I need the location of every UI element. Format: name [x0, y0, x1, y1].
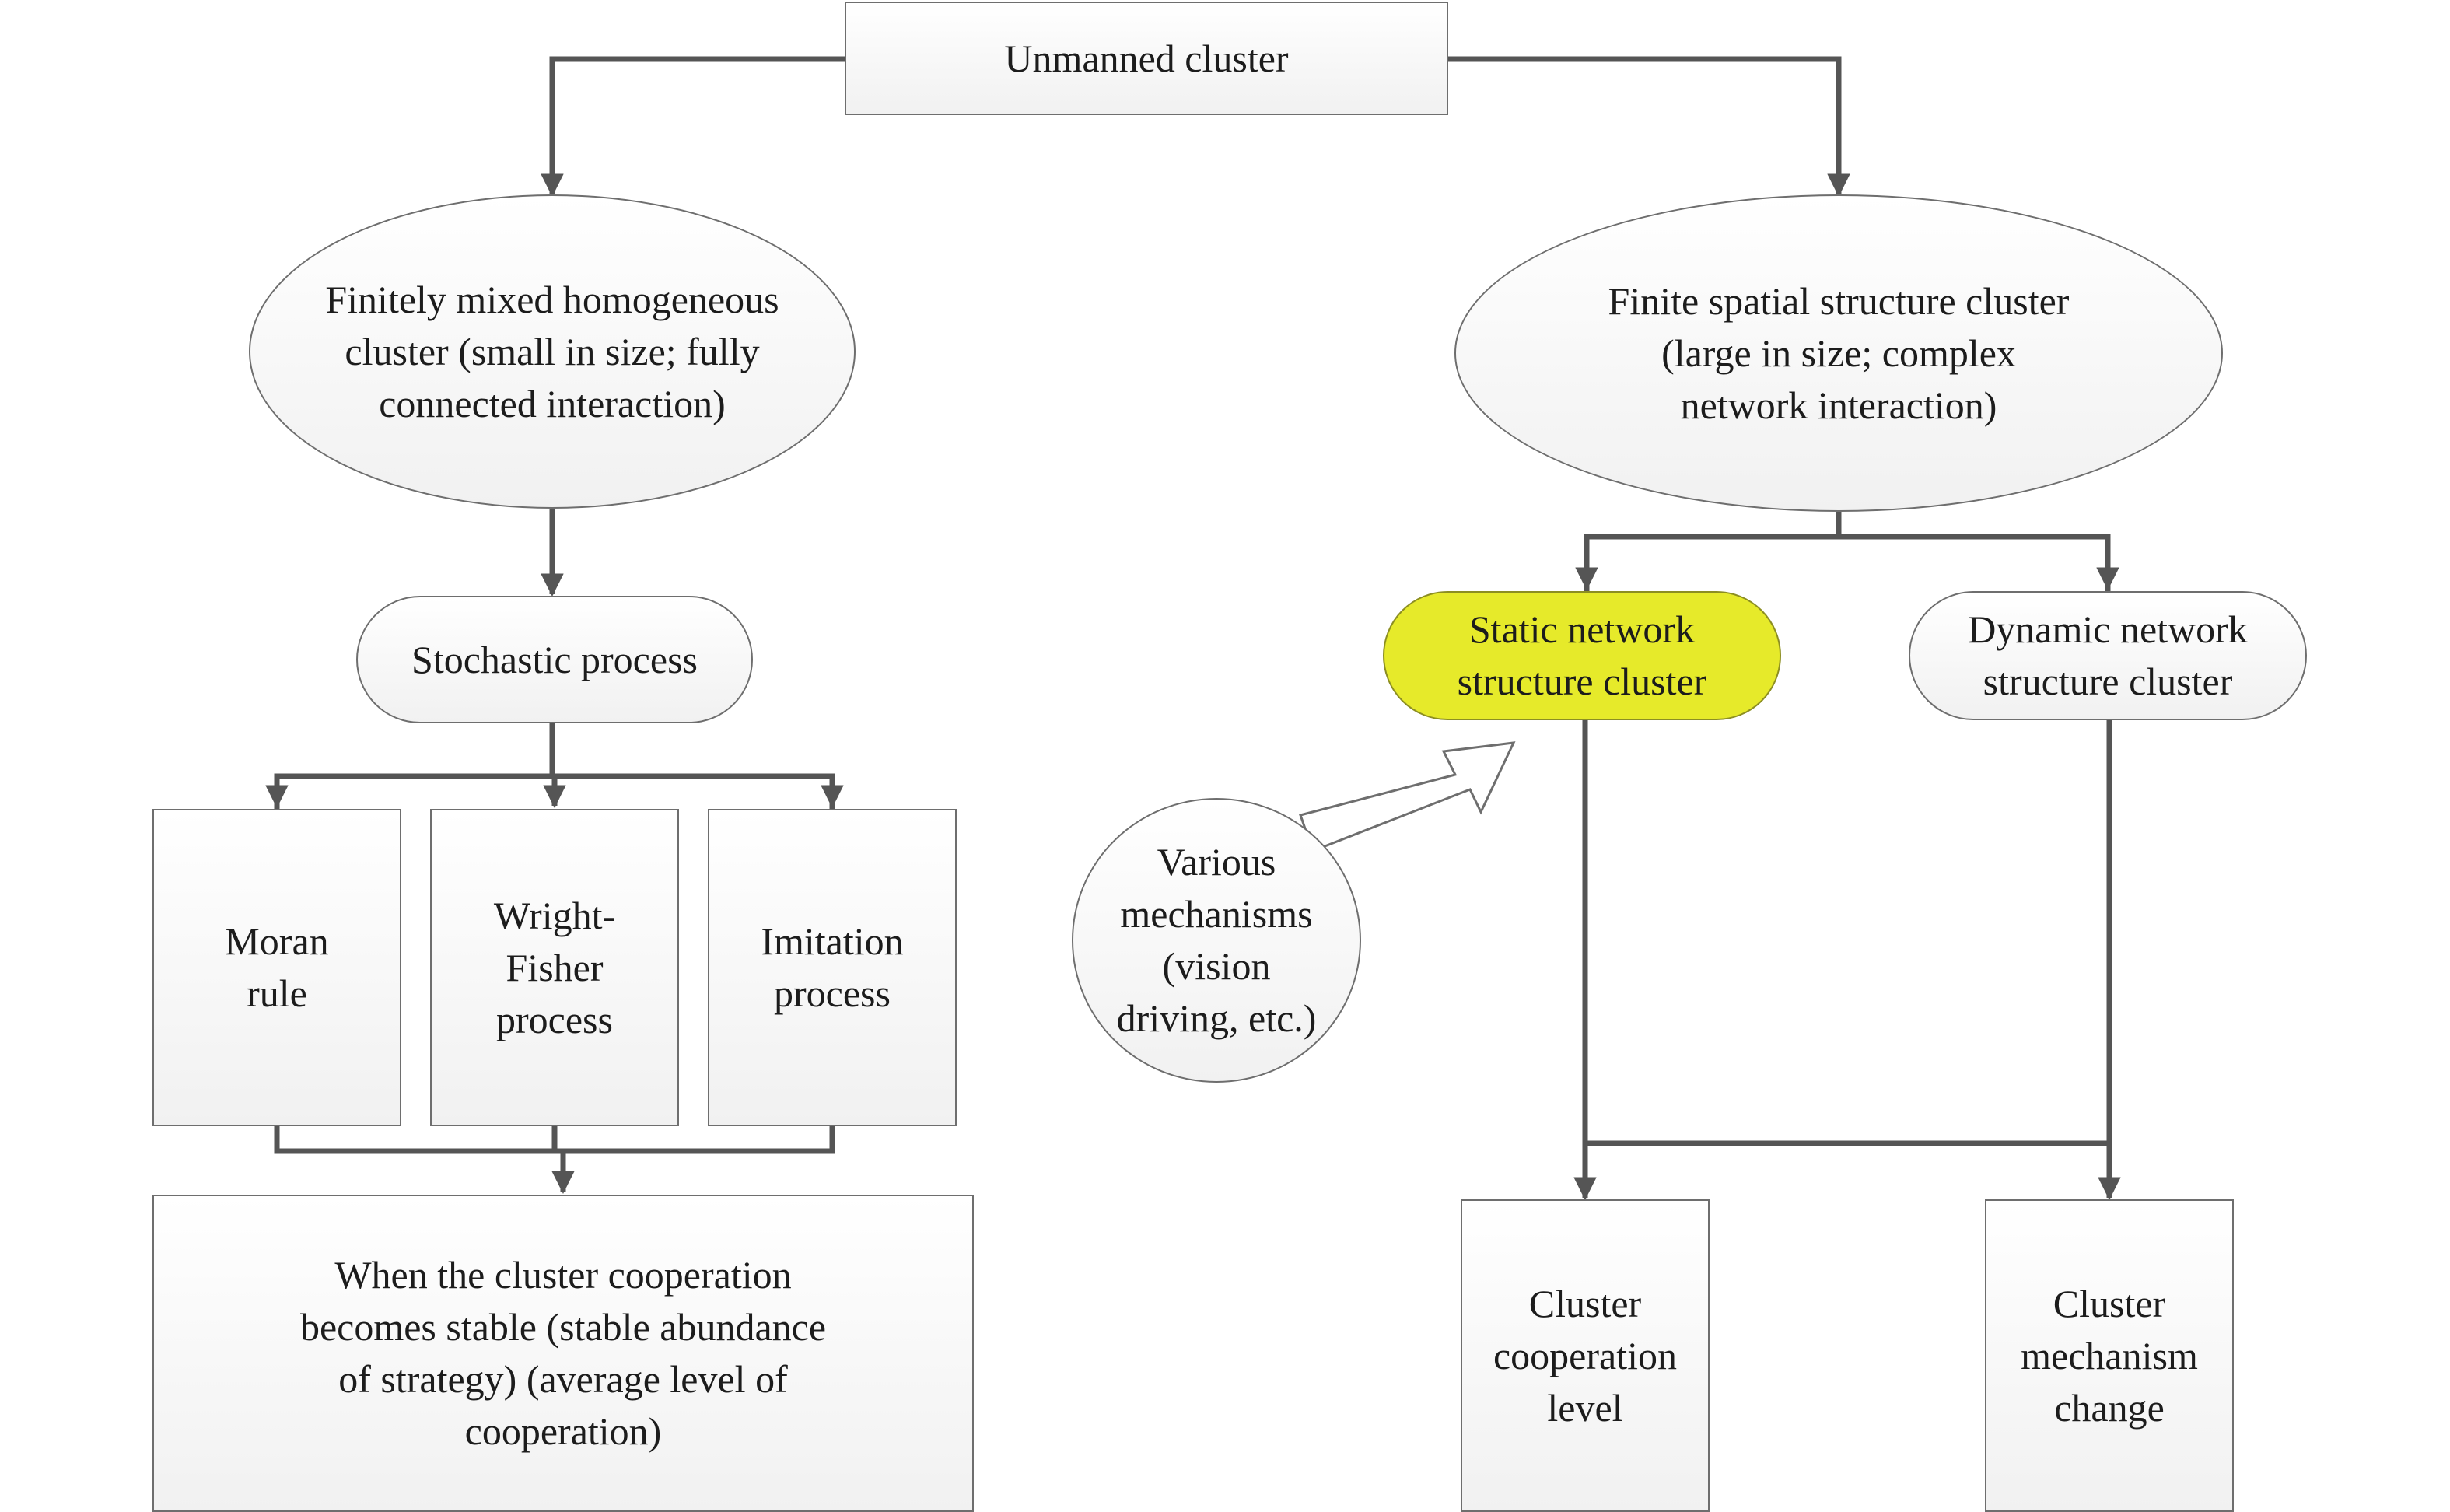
- moran-rule-box: Moran rule: [152, 809, 401, 1126]
- cluster-mechanism-change-box: Cluster mechanism change: [1985, 1199, 2234, 1512]
- stable-cooperation-box: When the cluster cooperation becomes sta…: [152, 1195, 974, 1512]
- finitely-mixed-cluster-ellipse: Finitely mixed homogeneous cluster (smal…: [249, 194, 856, 509]
- connector-spatial-branch: [1584, 534, 2111, 591]
- imitation-process-box: Imitation process: [708, 809, 957, 1126]
- connector-root-to-spatial: [1448, 56, 1850, 197]
- cluster-cooperation-level-box: Cluster cooperation level: [1461, 1199, 1710, 1512]
- finite-spatial-cluster-ellipse: Finite spatial structure cluster (large …: [1454, 194, 2223, 512]
- dynamic-network-cluster-pill: Dynamic network structure cluster: [1909, 591, 2307, 720]
- unmanned-cluster-box: Unmanned cluster: [845, 2, 1448, 115]
- connector-root-to-mixed: [541, 56, 845, 197]
- various-mechanisms-arrow: [1299, 741, 1516, 852]
- stochastic-process-pill: Stochastic process: [356, 596, 753, 723]
- various-mechanisms-circle: Various mechanisms (vision driving, etc.…: [1072, 798, 1361, 1083]
- static-network-cluster-pill: Static network structure cluster: [1383, 591, 1781, 720]
- wright-fisher-process-box: Wright- Fisher process: [430, 809, 679, 1126]
